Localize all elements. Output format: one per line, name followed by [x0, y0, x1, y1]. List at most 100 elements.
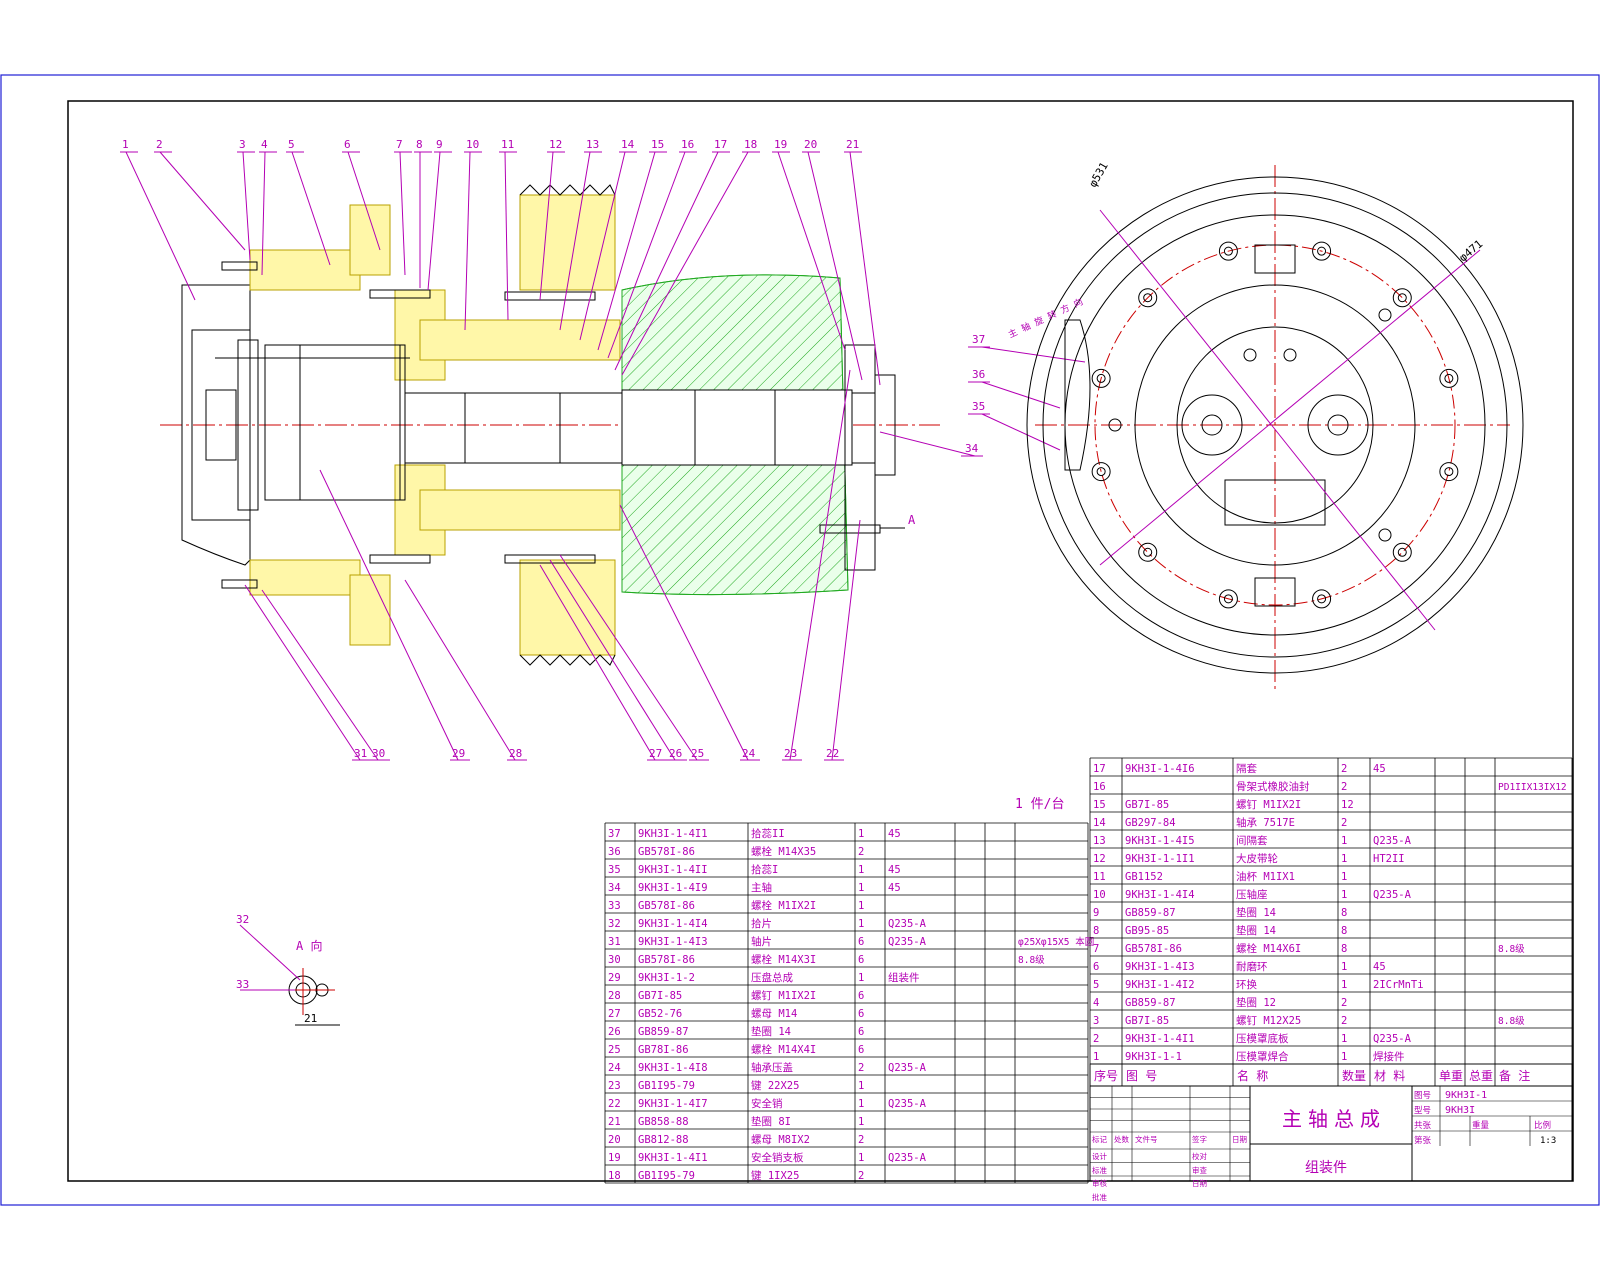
bom-cell: φ25Xφ15X5 本圆	[1018, 936, 1094, 948]
bom-cell: 9KH3I-1-4I3	[638, 936, 708, 948]
bom-cell: Q235-A	[888, 1152, 927, 1164]
bom-cell: 7	[1093, 943, 1099, 955]
bom-header-cell: 备 注	[1499, 1068, 1530, 1083]
callout-31: 31	[354, 747, 367, 760]
callout-29: 29	[452, 747, 465, 760]
inner-border	[67, 100, 1574, 1182]
bom-cell: 12	[1093, 853, 1106, 865]
bom-cell: 9KH3I-1-1	[1125, 1051, 1182, 1063]
bom-cell: 31	[608, 936, 621, 948]
bom-cell: 1	[1093, 1051, 1099, 1063]
bom-cell: 24	[608, 1062, 621, 1074]
bom-cell: 10	[1093, 889, 1106, 901]
bom-cell: 6	[1093, 961, 1099, 973]
callout-10: 10	[466, 138, 479, 151]
bom-cell: 45	[888, 828, 901, 840]
bom-cell: 1	[1341, 1051, 1347, 1063]
bom-cell: GB578I-86	[638, 954, 695, 966]
title-block-label: 比例	[1534, 1120, 1551, 1131]
callout-20: 20	[804, 138, 817, 151]
title-block-label: 设计	[1092, 1151, 1108, 1161]
bom-cell: 安全销	[751, 1097, 783, 1110]
bom-cell: GB1152	[1125, 871, 1163, 883]
callout-9: 9	[436, 138, 443, 151]
callout-25: 25	[691, 747, 704, 760]
drawing-title: 主轴总成	[1282, 1107, 1386, 1131]
callout-36: 36	[972, 368, 985, 381]
bom-header: 序号图 号名 称数量材 料单重总重备 注	[1089, 1063, 1573, 1087]
callout-23: 23	[784, 747, 797, 760]
bom-cell: 8.8级	[1498, 943, 1525, 955]
bom-cell: 21	[608, 1116, 621, 1128]
title-block-label: 重量	[1472, 1120, 1490, 1131]
bom-cell: GB859-87	[638, 1026, 689, 1038]
bom-cell: 36	[608, 846, 621, 858]
bom-cell: 35	[608, 864, 621, 876]
bom-cell: 环换	[1236, 978, 1258, 991]
bom-cell: 1	[858, 1098, 864, 1110]
title-block-label: 日期	[1232, 1135, 1247, 1144]
bom-cell: 9KH3I-1-4I1	[638, 1152, 708, 1164]
bom-cell: 20	[608, 1134, 621, 1146]
bom-cell: 2	[1341, 817, 1347, 829]
bom-cell: 8	[1093, 925, 1099, 937]
callout-11: 11	[501, 138, 514, 151]
bom-cell: 1	[1341, 979, 1347, 991]
bom-cell: 13	[1093, 835, 1106, 847]
bom-cell: 9KH3I-1-4I8	[638, 1062, 708, 1074]
bom-cell: GB7I-85	[1125, 1015, 1169, 1027]
bom-cell: 3	[1093, 1015, 1099, 1027]
bom-cell: 螺母 M8IX2	[751, 1134, 810, 1146]
bom-cell: 螺栓 M14X35	[751, 845, 816, 858]
title-block: 标记处数文件号签字日期设计标准审核校对审查批准日期图号型号共张重量比例第张主轴总…	[1089, 1085, 1573, 1202]
bom-cell: 15	[1093, 799, 1106, 811]
model-number: 9KH3I	[1445, 1105, 1475, 1116]
bom-cell: 9KH3I-1-4I4	[1125, 889, 1195, 901]
bom-cell: 2	[858, 1170, 864, 1182]
bom-cell: 压盘总成	[751, 971, 793, 984]
bom-header-cell: 材 料	[1374, 1069, 1405, 1083]
bom-cell: 轴承 7517E	[1236, 816, 1295, 829]
bom-cell: 1	[858, 972, 864, 984]
callout-30: 30	[372, 747, 385, 760]
callout-4: 4	[261, 138, 268, 151]
callout-6: 6	[344, 138, 351, 151]
bom-cell: 2	[1341, 1015, 1347, 1027]
bom-cell: 26	[608, 1026, 621, 1038]
bom-cell: 拾蕊II	[751, 827, 785, 840]
bom-cell: GB1I95-79	[638, 1170, 695, 1182]
bom-cell: 45	[888, 882, 901, 894]
bom-cell: 2	[1093, 1033, 1099, 1045]
bom-cell: 9KH3I-1-4I9	[638, 882, 708, 894]
bom-cell: GB812-88	[638, 1134, 689, 1146]
bom-cell: 29	[608, 972, 621, 984]
bom-cell: 9KH3I-1-4I3	[1125, 961, 1195, 973]
bom-cell: 18	[608, 1170, 621, 1182]
bom-cell: 12	[1341, 799, 1354, 811]
end-view	[1026, 165, 1524, 690]
bom-cell: 6	[858, 1044, 864, 1056]
title-block-label: 审查	[1192, 1165, 1208, 1175]
bom-cell: 1	[858, 864, 864, 876]
bom-header-cell: 数量	[1342, 1068, 1366, 1083]
bom-cell: 22	[608, 1098, 621, 1110]
bom-cell: 34	[608, 882, 621, 894]
callout-22: 22	[826, 747, 839, 760]
bom-header-cell: 单重	[1439, 1069, 1463, 1083]
bom-cell: 27	[608, 1008, 621, 1020]
bom-cell: 9KH3I-1-4I5	[1125, 835, 1195, 847]
title-block-label: 第张	[1414, 1135, 1432, 1146]
